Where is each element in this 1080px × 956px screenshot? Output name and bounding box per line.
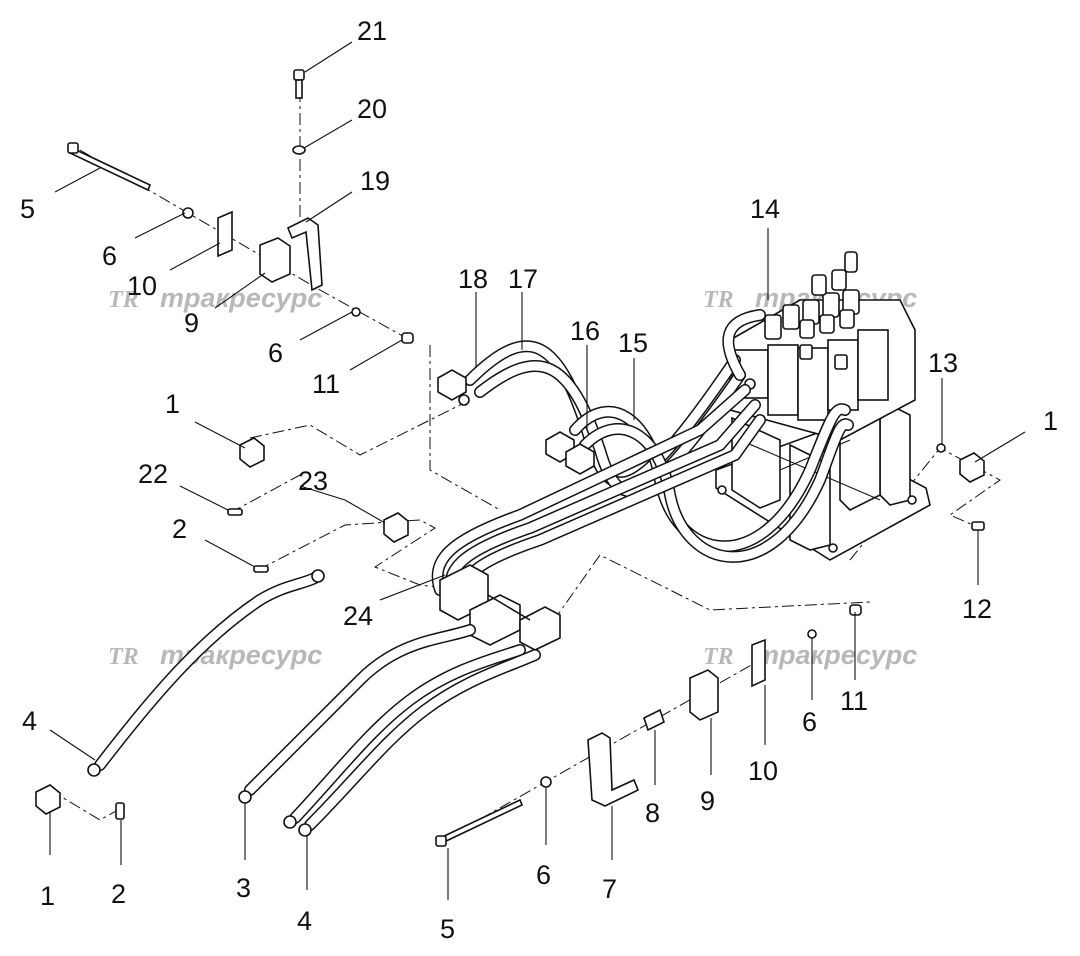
callout-5: 5 xyxy=(440,914,455,944)
callout-11: 11 xyxy=(312,369,340,399)
callout-18: 18 xyxy=(458,264,488,294)
callout-2: 2 xyxy=(111,879,126,909)
callout-17: 17 xyxy=(508,264,538,294)
callout-1: 1 xyxy=(40,881,55,911)
callout-19: 19 xyxy=(360,166,390,196)
callout-21: 21 xyxy=(357,16,387,46)
watermark-text: тракресурс xyxy=(160,283,322,313)
callout-labels: 21 20 19 5 6 10 9 6 11 18 17 16 15 14 13… xyxy=(20,16,1058,944)
callout-13: 13 xyxy=(928,348,958,378)
callout-10: 10 xyxy=(127,271,157,301)
callout-3: 3 xyxy=(236,873,251,903)
callout-16: 16 xyxy=(570,316,600,346)
control-valve-block xyxy=(729,251,916,441)
callout-7: 7 xyxy=(602,874,617,904)
callout-6: 6 xyxy=(268,338,283,368)
callout-20: 20 xyxy=(357,94,387,124)
callout-22: 22 xyxy=(138,459,168,489)
callout-8: 8 xyxy=(645,798,660,828)
callout-6: 6 xyxy=(102,241,117,271)
callout-11: 11 xyxy=(840,686,868,716)
callout-5: 5 xyxy=(20,194,35,224)
callout-9: 9 xyxy=(184,308,199,338)
watermark-logo: TR xyxy=(703,644,734,670)
callout-4: 4 xyxy=(297,906,312,936)
callout-2: 2 xyxy=(172,514,187,544)
lower-hoses xyxy=(87,569,541,837)
watermark-logo: TR xyxy=(108,287,139,313)
valve-spool-caps xyxy=(764,251,860,370)
watermark-logo: TR xyxy=(108,644,139,670)
watermark-logo: TR xyxy=(703,287,734,313)
callout-1: 1 xyxy=(165,389,180,419)
junction-block-24 xyxy=(439,564,561,651)
callout-9: 9 xyxy=(700,786,715,816)
callout-6: 6 xyxy=(536,860,551,890)
callout-14: 14 xyxy=(750,194,780,224)
long-pipes xyxy=(431,384,766,606)
callout-4: 4 xyxy=(22,706,37,736)
callout-10: 10 xyxy=(748,756,778,786)
callout-15: 15 xyxy=(618,328,648,358)
callout-23: 23 xyxy=(298,466,328,496)
watermark-text: тракресурс xyxy=(755,640,917,670)
hoses-loop xyxy=(569,403,854,563)
callout-12: 12 xyxy=(962,594,992,624)
callout-24: 24 xyxy=(343,601,373,631)
callout-1: 1 xyxy=(1043,406,1058,436)
leader-lines xyxy=(49,41,1026,900)
hose-fittings xyxy=(437,369,595,475)
callout-6: 6 xyxy=(802,707,817,737)
